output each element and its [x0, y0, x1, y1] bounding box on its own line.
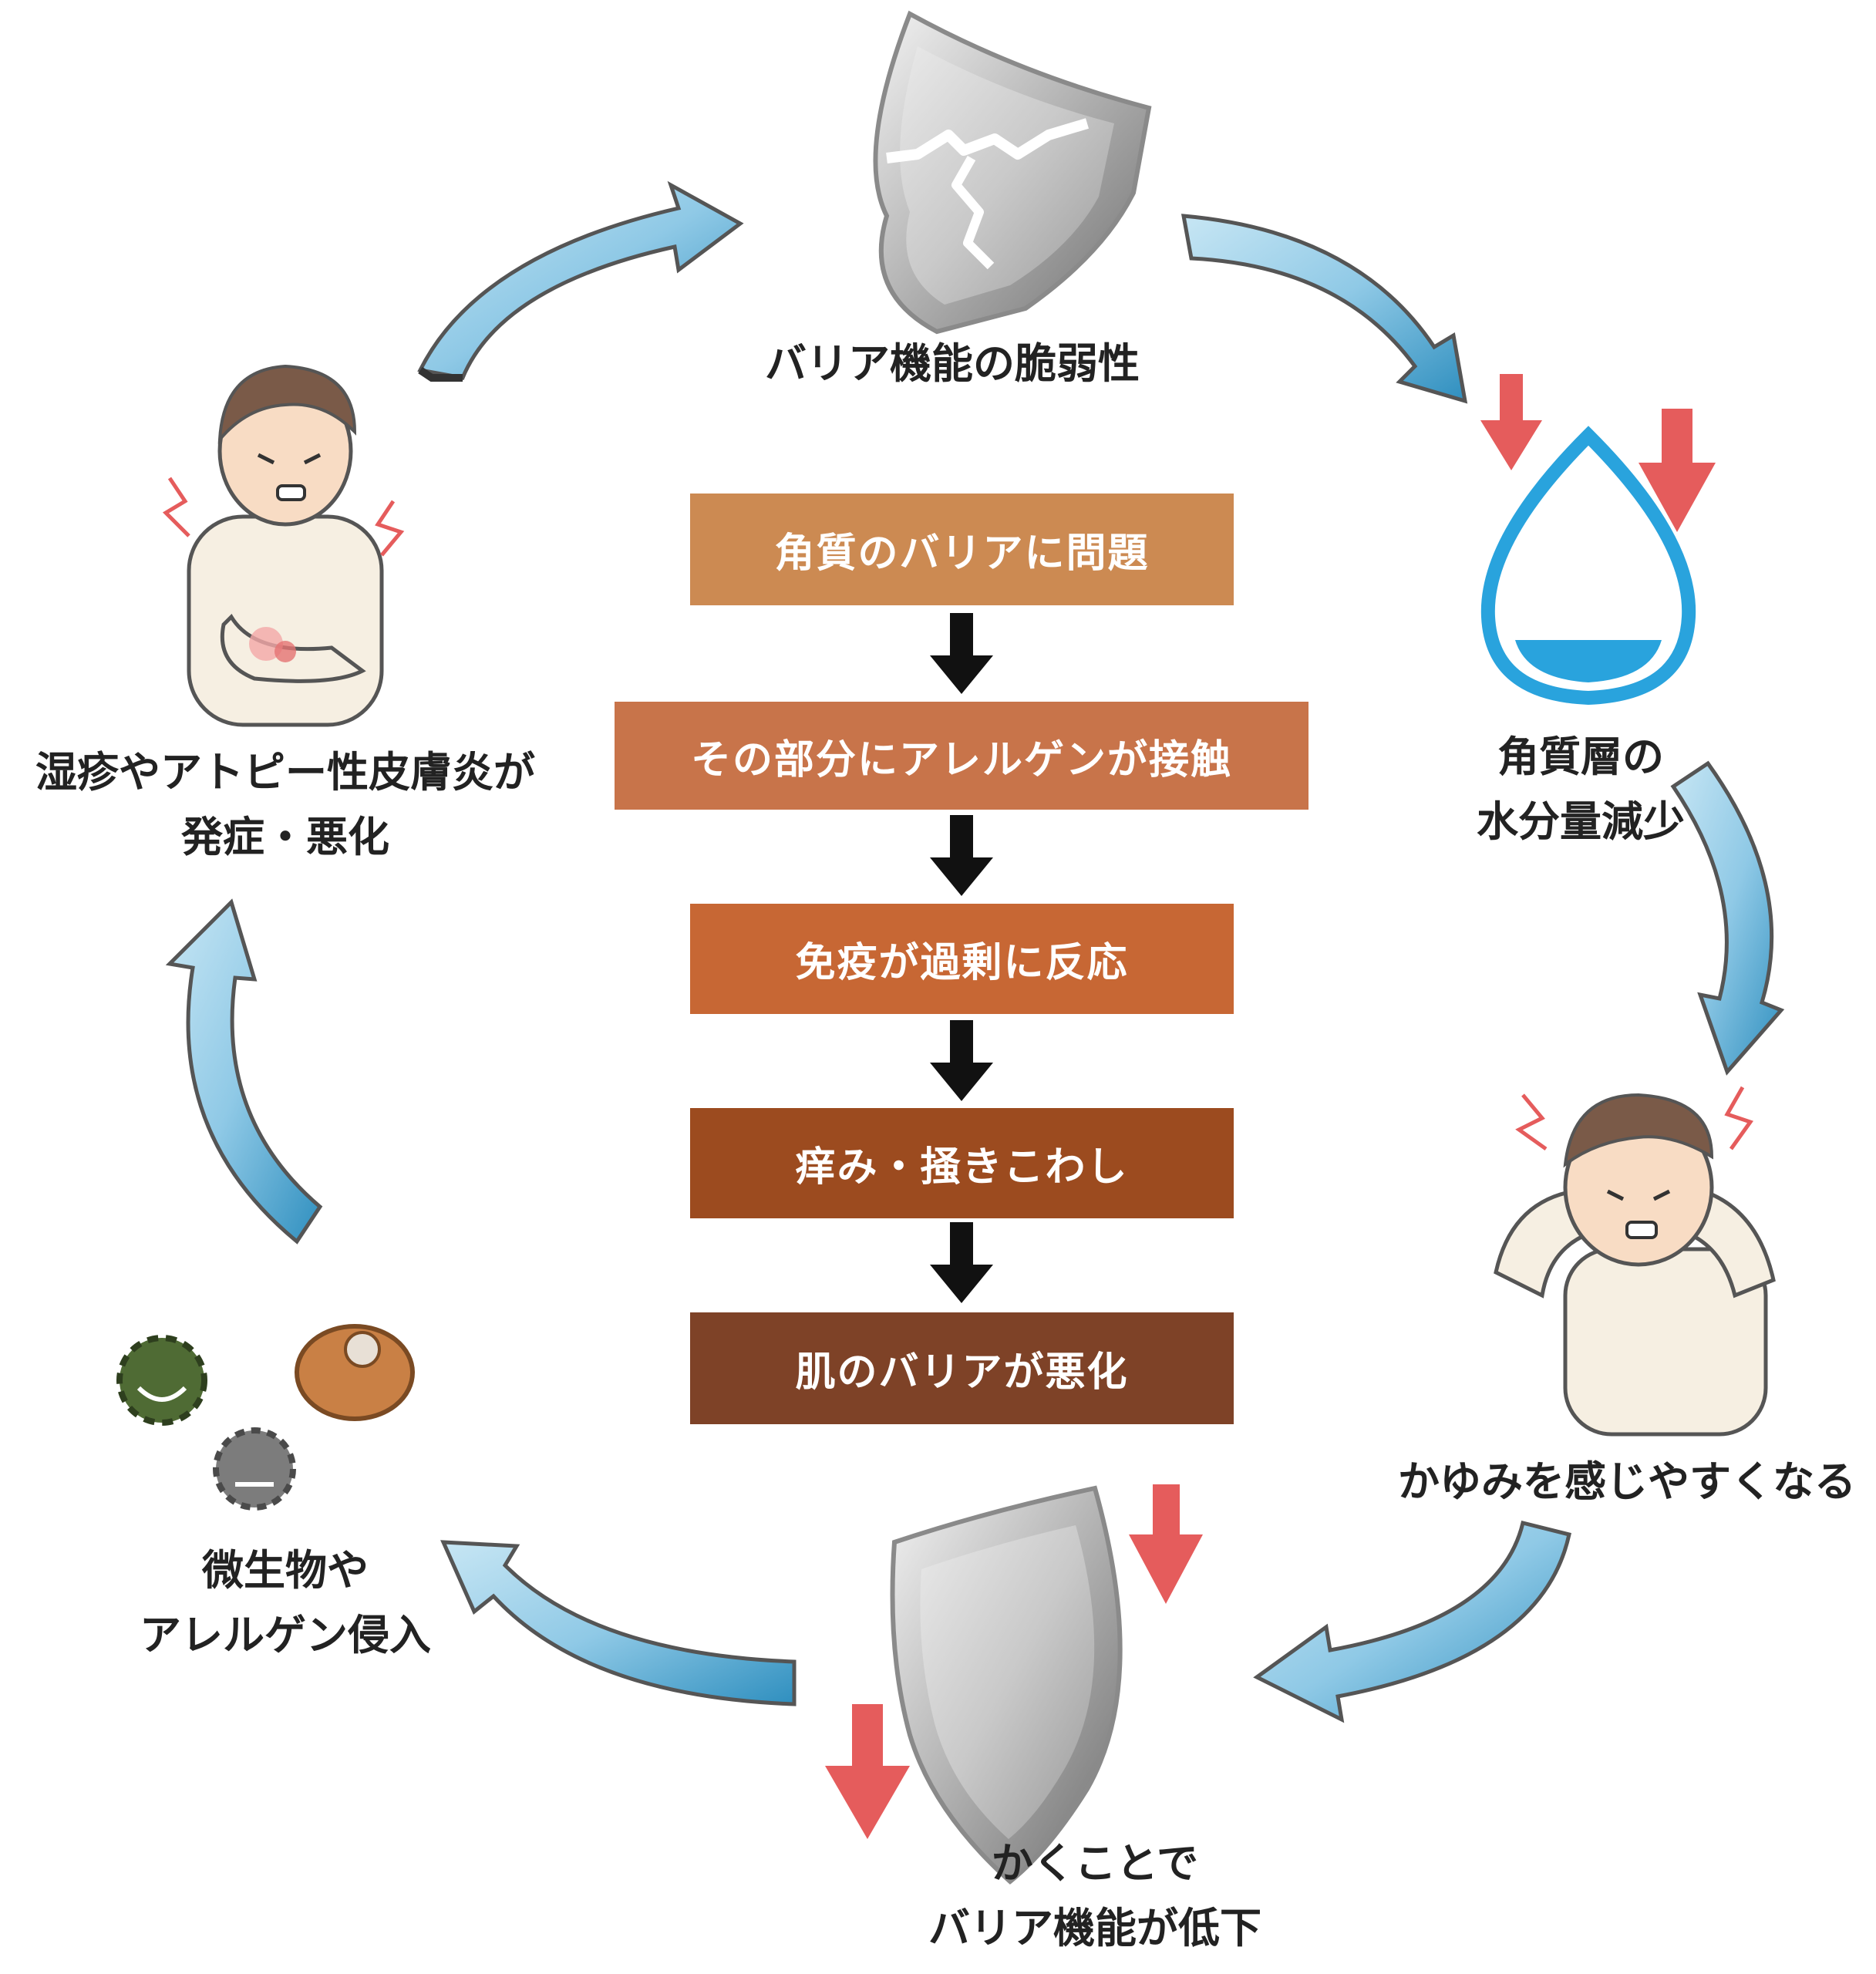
step-box-3: 免疫が過剰に反応 — [690, 904, 1234, 1014]
flow-arrow-icon — [930, 613, 993, 1303]
step-box-1: 角質のバリアに問題 — [690, 494, 1234, 605]
label-moisture-decrease: 角質層の 水分量減少 — [1380, 725, 1781, 854]
scratching-lowers-line-2: バリア機能が低下 — [928, 1904, 1261, 1952]
step-5-text: 肌のバリアが悪化 — [795, 1349, 1129, 1396]
water-drop-icon — [1480, 426, 1696, 706]
itchy-arm-person-icon — [162, 364, 405, 727]
eczema-onset-line-1: 湿疹やアトピー性皮膚炎が — [35, 748, 535, 797]
cycle-arrow-top-left — [417, 180, 744, 382]
step-1-text: 角質のバリアに問題 — [774, 531, 1150, 577]
moisture-decrease-line-1: 角質層の — [1497, 733, 1664, 781]
step-box-5: 肌のバリアが悪化 — [690, 1312, 1234, 1424]
cycle-arrow-top-right — [1180, 214, 1468, 404]
barrier-fragility-text: バリア機能の脆弱性 — [765, 339, 1140, 388]
germ-icon — [116, 1324, 415, 1511]
stressed-person-icon — [1494, 1086, 1776, 1437]
cycle-arrow-right — [1670, 760, 1785, 1076]
label-barrier-fragility: バリア機能の脆弱性 — [721, 332, 1184, 396]
label-eczema-onset: 湿疹やアトピー性皮膚炎が 発症・悪化 — [0, 740, 571, 870]
eczema-onset-line-2: 発症・悪化 — [181, 813, 389, 861]
step-3-text: 免疫が過剰に反応 — [795, 940, 1129, 986]
moisture-decrease-line-2: 水分量減少 — [1477, 797, 1685, 846]
cycle-arrow-bottom-right — [1253, 1520, 1571, 1723]
step-2-text: その部分にアレルゲンが接触 — [690, 736, 1232, 783]
step-box-2: その部分にアレルゲンが接触 — [615, 702, 1308, 810]
itch-sensitive-text: かゆみを感じやすくなる — [1398, 1457, 1856, 1506]
label-itch-sensitive: かゆみを感じやすくなる — [1380, 1450, 1874, 1514]
cracked-shield-icon — [873, 10, 1152, 335]
microbe-invasion-line-1: 微生物や — [202, 1546, 369, 1595]
cycle-arrow-bottom-left — [440, 1540, 797, 1706]
step-4-text: 痒み・掻きこわし — [795, 1144, 1129, 1191]
step-box-4: 痒み・掻きこわし — [690, 1108, 1234, 1218]
label-scratching-lowers: かくことで バリア機能が低下 — [840, 1831, 1349, 1961]
cycle-arrow-left — [165, 898, 323, 1245]
scratching-lowers-line-1: かくことで — [991, 1839, 1199, 1888]
shield-icon — [890, 1485, 1123, 1885]
microbe-invasion-line-2: アレルゲン侵入 — [140, 1611, 431, 1659]
decrease-arrow-icon — [825, 374, 1716, 1839]
label-microbe-invasion: 微生物や アレルゲン侵入 — [69, 1538, 501, 1668]
